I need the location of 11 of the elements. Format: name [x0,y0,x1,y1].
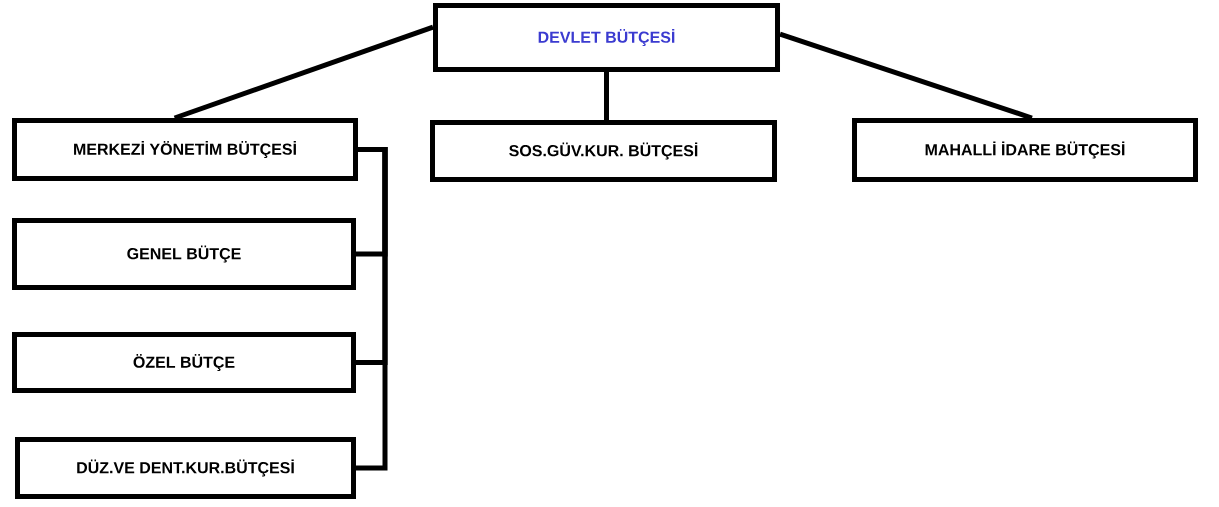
budget-box: GENEL BÜTÇE [12,218,356,290]
budget-box: DEVLET BÜTÇESİ [433,3,780,72]
budget-box: MERKEZİ YÖNETİM BÜTÇESİ [12,118,358,181]
budget-box: MAHALLİ İDARE BÜTÇESİ [852,118,1198,182]
connector-line [779,31,1033,121]
budget-box: ÖZEL BÜTÇE [12,332,356,393]
budget-box: DÜZ.VE DENT.KUR.BÜTÇESİ [15,437,356,499]
connector-line [173,24,434,121]
connector-line [604,72,609,120]
connector-line [356,147,388,471]
budget-box: SOS.GÜV.KUR. BÜTÇESİ [430,120,777,182]
